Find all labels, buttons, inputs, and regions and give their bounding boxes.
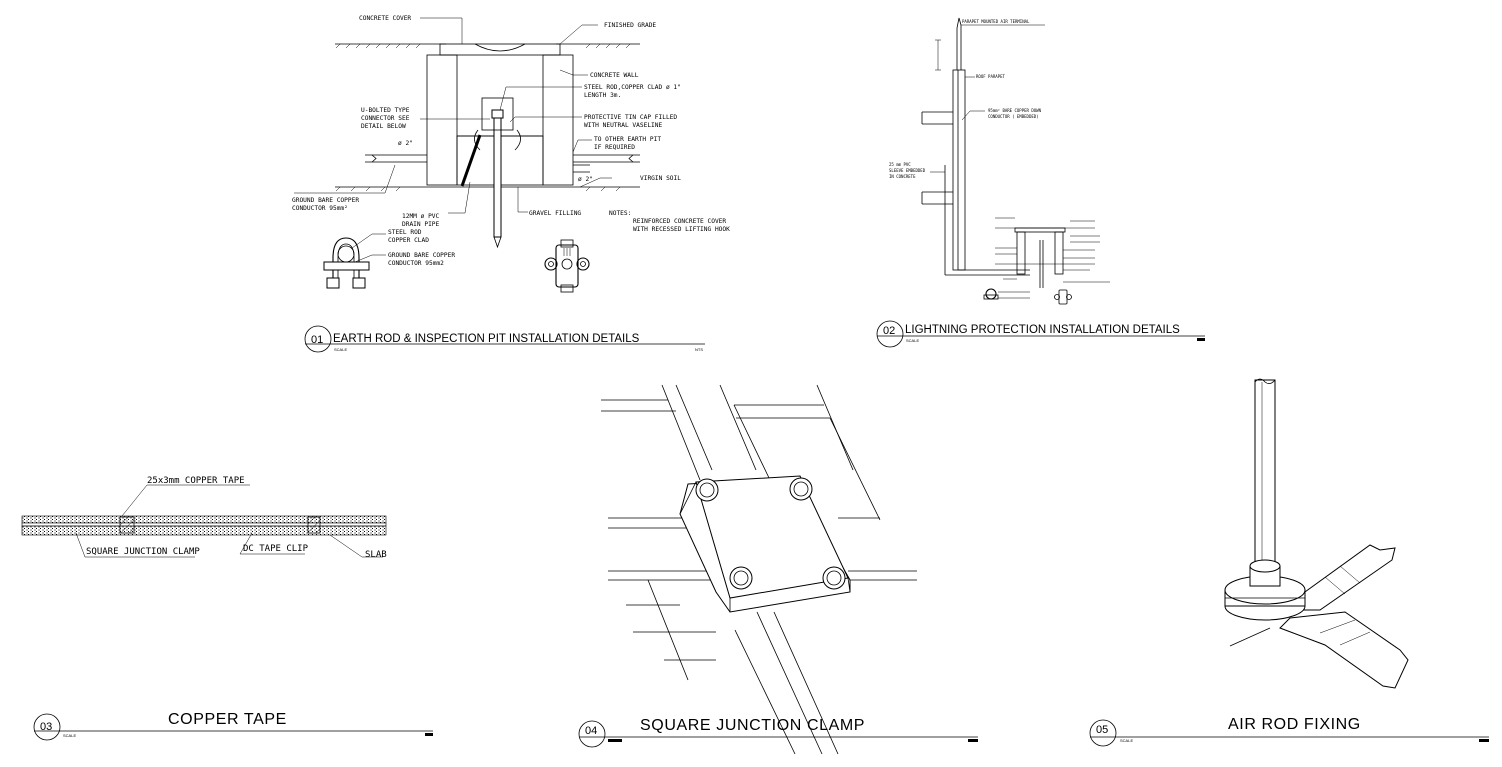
label-finished-grade: FINISHED GRADE bbox=[604, 22, 656, 29]
detail-04-square-junction-clamp: 04 SQUARE JUNCTION CLAMP bbox=[578, 384, 978, 755]
bolt-icon bbox=[695, 478, 719, 502]
label-virgin-soil: VIRGIN SOIL bbox=[640, 175, 681, 182]
label-clamp-rod-1: STEEL ROD bbox=[388, 229, 422, 236]
label-other-pit-2: IF REQUIRED bbox=[594, 144, 635, 151]
crossing-tapes bbox=[601, 384, 917, 755]
detail-05-number: 05 bbox=[1096, 724, 1108, 736]
detail-01-number: 01 bbox=[311, 334, 323, 346]
label-pvc-1: 12MM ø PVC bbox=[402, 213, 440, 220]
label-notes: NOTES: bbox=[609, 210, 631, 217]
detail-03-title: COPPER TAPE bbox=[168, 711, 287, 728]
detail-04-number: 04 bbox=[585, 725, 597, 737]
detail-03-scale-label: SCALE bbox=[63, 733, 76, 738]
label-ubolted-3: DETAIL BELOW bbox=[361, 123, 406, 130]
label-clamp-conductor-1: GROUND BARE COPPER bbox=[388, 252, 455, 259]
flat-tape bbox=[1229, 544, 1409, 689]
air-terminal bbox=[935, 17, 1045, 71]
detail-05-title-block: 05 AIR ROD FIXING SCALE bbox=[1089, 716, 1489, 747]
detail-02-title: LIGHTNING PROTECTION INSTALLATION DETAIL… bbox=[905, 324, 1180, 336]
label-terminal: PARAPET MOUNTED AIR TERMINAL bbox=[962, 19, 1030, 24]
label-pvc-sleeve-3: IN CONCRETE bbox=[889, 174, 916, 179]
label-square-junction-clamp: SQUARE JUNCTION CLAMP bbox=[86, 547, 200, 557]
label-ubolted-1: U-BOLTED TYPE bbox=[361, 107, 410, 114]
virgin-soil-line bbox=[335, 186, 640, 192]
detail-04-title: SQUARE JUNCTION CLAMP bbox=[640, 717, 865, 734]
detail-01-earth-rod-pit: CONCRETE COVER FINISHED GRADE CONCRETE W… bbox=[292, 15, 730, 353]
air-rod bbox=[1254, 378, 1276, 571]
label-other-pit-1: TO OTHER EARTH PIT bbox=[594, 136, 661, 143]
label-dia-right: ø 2" bbox=[578, 176, 593, 183]
detail-01-title: EARTH ROD & INSPECTION PIT INSTALLATION … bbox=[333, 333, 640, 345]
clamp-plate bbox=[679, 475, 851, 613]
conduit-pipes bbox=[365, 154, 640, 173]
label-dia-left: ø 2" bbox=[398, 140, 413, 147]
mini-earth-pit bbox=[995, 217, 1110, 288]
label-steel-rod-2: LENGTH 3m. bbox=[584, 92, 621, 99]
slab-with-tape bbox=[21, 515, 387, 536]
label-pvc-sleeve-2: SLEEVE EMBEDDED bbox=[889, 168, 926, 173]
earth-connector-icon bbox=[544, 239, 590, 293]
mini-clamps-icon bbox=[983, 288, 1072, 305]
label-copper-tape: 25x3mm COPPER TAPE bbox=[147, 476, 245, 486]
bolt-icon bbox=[789, 477, 813, 501]
detail-03-number: 03 bbox=[40, 721, 52, 733]
label-roof-parapet: ROOF PARAPET bbox=[976, 74, 1005, 79]
label-clamp-conductor-2: CONDUCTOR 95mm2 bbox=[388, 260, 444, 267]
detail-04-title-block: 04 SQUARE JUNCTION CLAMP bbox=[578, 717, 978, 748]
detail-05-scale-label: SCALE bbox=[1120, 738, 1133, 743]
earth-rod bbox=[474, 97, 521, 249]
detail-02-scale-label: SCALE bbox=[906, 338, 919, 343]
label-slab: SLAB bbox=[365, 550, 387, 560]
bolt-icon bbox=[729, 566, 753, 590]
label-dc-tape-clip: DC TAPE CLIP bbox=[243, 544, 309, 554]
detail-05-air-rod-fixing: 05 AIR ROD FIXING SCALE bbox=[1089, 378, 1489, 747]
u-bolt-clamp-icon bbox=[323, 237, 370, 289]
parapet-wall bbox=[921, 69, 1030, 276]
label-concrete-cover: CONCRETE COVER bbox=[359, 15, 411, 22]
label-ground-conductor-1: GROUND BARE COPPER bbox=[292, 197, 359, 204]
fixing-base bbox=[1224, 559, 1306, 621]
detail-01-title-block: 01 EARTH ROD & INSPECTION PIT INSTALLATI… bbox=[304, 325, 705, 353]
label-clamp-rod-2: COPPER CLAD bbox=[388, 237, 429, 244]
label-pvc-2: DRAIN PIPE bbox=[402, 221, 440, 228]
label-concrete-wall: CONCRETE WALL bbox=[590, 72, 639, 79]
label-note-2: WITH RECESSED LIFTING HOOK bbox=[633, 226, 730, 233]
detail-02-lightning-protection: PARAPET MOUNTED AIR TERMINAL ROOF PARAPE… bbox=[876, 17, 1205, 348]
label-down-conductor-2: CONDUCTOR ( EMBEDDED) bbox=[988, 114, 1039, 119]
drain-pipe bbox=[460, 134, 482, 187]
concrete-cover bbox=[439, 43, 561, 56]
label-down-conductor-1: 95mm² BARE COPPER DOWN bbox=[988, 108, 1042, 113]
detail-02-title-block: 02 LIGHTNING PROTECTION INSTALLATION DET… bbox=[876, 320, 1205, 348]
label-tin-cap-1: PROTECTIVE TIN CAP FILLED bbox=[584, 114, 677, 121]
detail-02-number: 02 bbox=[883, 325, 895, 337]
label-pvc-sleeve-1: 25 mm PVC bbox=[889, 162, 911, 167]
label-tin-cap-2: WITH NEUTRAL VASELINE bbox=[584, 122, 663, 129]
detail-03-title-block: 03 COPPER TAPE SCALE bbox=[33, 711, 433, 741]
label-ubolted-2: CONNECTOR SEE bbox=[361, 115, 410, 122]
detail-01-leaders bbox=[294, 17, 612, 214]
label-ground-conductor-2: CONDUCTOR 95mm² bbox=[292, 205, 348, 212]
finished-grade-line bbox=[335, 43, 640, 49]
label-gravel: GRAVEL FILLING bbox=[529, 210, 581, 217]
label-note-1: REINFORCED CONCRETE COVER bbox=[633, 218, 726, 225]
detail-03-copper-tape: 25x3mm COPPER TAPE SQUARE JUNCTION CLAMP… bbox=[21, 476, 433, 741]
bolt-icon bbox=[822, 566, 846, 590]
detail-01-scale-label: SCALE bbox=[334, 347, 347, 352]
label-steel-rod-1: STEEL ROD,COPPER CLAD ø 1" bbox=[584, 84, 681, 91]
detail-01-scale-value: NTS bbox=[695, 347, 703, 352]
detail-05-title: AIR ROD FIXING bbox=[1228, 716, 1361, 733]
